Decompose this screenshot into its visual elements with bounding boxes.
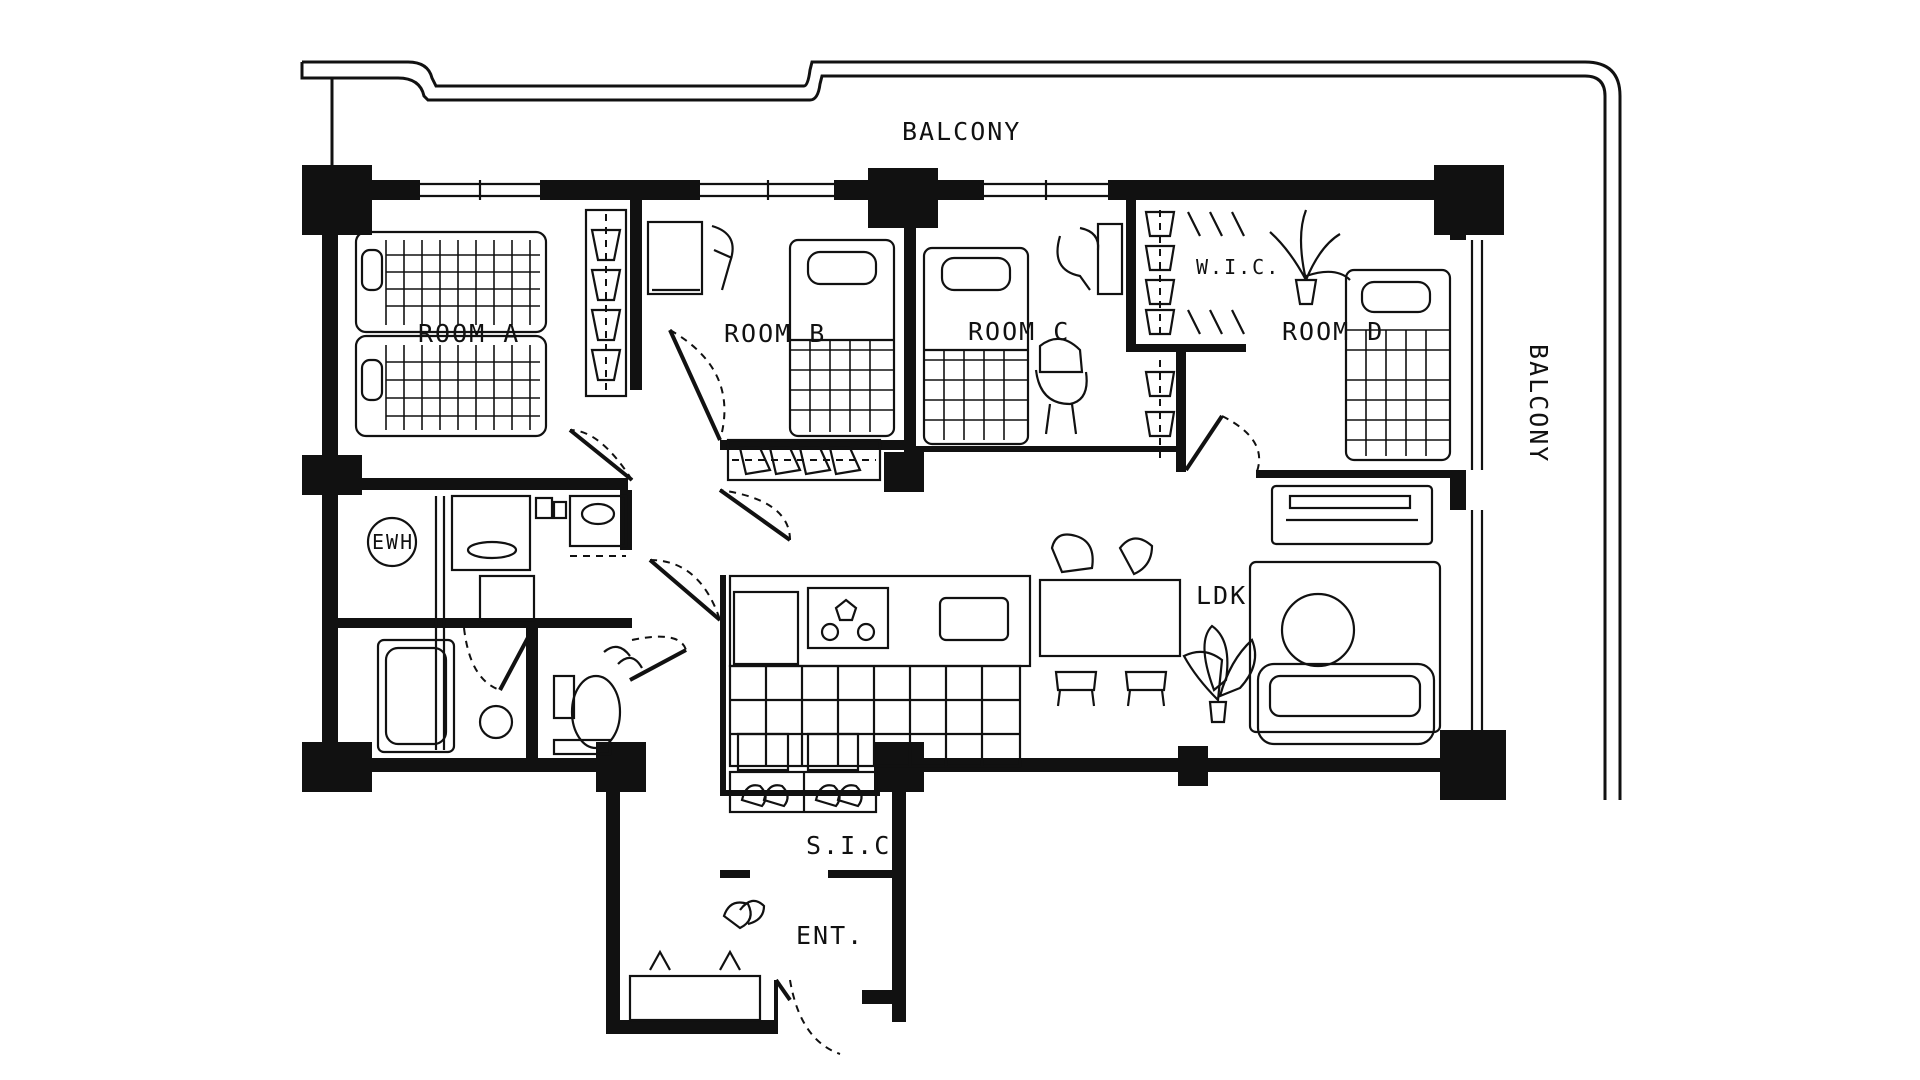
- room-labels: BALCONY BALCONY ROOM A ROOM B ROOM C W.I…: [372, 117, 1553, 950]
- closet-hangers-icon: [726, 438, 882, 482]
- dining-table-icon: [1038, 578, 1182, 658]
- window-room-a: [420, 180, 540, 200]
- room-d-label: ROOM D: [1282, 317, 1384, 346]
- room-c-label: ROOM C: [968, 317, 1070, 346]
- closet-hangers-icon: [1144, 360, 1176, 464]
- chair-icon: [1050, 533, 1168, 707]
- bed-icon: [922, 246, 1030, 446]
- trash-bins-icon: [736, 732, 860, 772]
- room-d-furniture: [1269, 209, 1452, 462]
- sic-label: S.I.C.: [806, 831, 908, 860]
- clothes-rack-icon: [1144, 210, 1245, 340]
- window-room-d: [1470, 240, 1484, 470]
- shoe-closet: [728, 770, 878, 814]
- toilet-icon: [552, 645, 643, 756]
- ldk-furniture: [1038, 484, 1442, 746]
- bed-icon: [788, 238, 896, 438]
- bath-mat-icon: [478, 574, 536, 622]
- room-a-label: ROOM A: [418, 319, 520, 348]
- bathtub-icon: [376, 638, 456, 754]
- bed-icon: [1344, 268, 1452, 462]
- balcony-right-label: BALCONY: [1524, 344, 1553, 463]
- bed-icon: [354, 334, 548, 438]
- doors: [463, 329, 1261, 1055]
- entrance-furniture: [628, 899, 766, 1022]
- closet-hangers-icon: [584, 208, 628, 398]
- ldk-label: LDK: [1196, 581, 1247, 610]
- room-b-furniture: [646, 220, 896, 482]
- slippers-icon: [722, 899, 766, 930]
- kitchen: [728, 574, 1032, 772]
- tile-floor: [728, 664, 1022, 768]
- ewh-label: EWH: [372, 530, 414, 554]
- stove-icon: [806, 586, 890, 650]
- fridge-icon: [732, 590, 800, 666]
- room-a-furniture: [354, 208, 628, 438]
- walls: [302, 180, 1484, 1034]
- toiletries-icon: [534, 496, 568, 520]
- balcony-outline: [300, 60, 1622, 800]
- desk-icon: [646, 220, 734, 296]
- basin-icon: [478, 704, 514, 740]
- wet-area-furniture: [366, 494, 643, 756]
- tv-stand-icon: [1270, 484, 1434, 546]
- room-c-furniture: [922, 222, 1124, 446]
- window-room-c: [984, 180, 1108, 200]
- wic-label: W.I.C.: [1196, 255, 1280, 279]
- plant-icon: [1269, 209, 1351, 306]
- window-room-b: [700, 180, 834, 200]
- window-ldk: [1470, 510, 1484, 740]
- balcony-top-label: BALCONY: [902, 117, 1021, 146]
- sofa-icon: [1256, 662, 1436, 746]
- desk-chair-icon: [1056, 222, 1124, 296]
- shoes-icon: [740, 784, 863, 808]
- backpack-stool-icon: [1034, 337, 1088, 435]
- wic-furniture: [1144, 210, 1245, 464]
- round-table-icon: [1280, 592, 1356, 668]
- rug-icon: [1248, 560, 1442, 734]
- washing-machine-icon: [450, 494, 532, 572]
- bed-icon: [354, 230, 548, 334]
- room-b-label: ROOM B: [724, 319, 826, 348]
- ent-label: ENT.: [796, 921, 864, 950]
- kitchen-sink-icon: [938, 596, 1010, 642]
- sink-icon: [568, 494, 628, 557]
- monstera-plant-icon: [1182, 624, 1257, 724]
- water-heater-icon: [366, 516, 418, 568]
